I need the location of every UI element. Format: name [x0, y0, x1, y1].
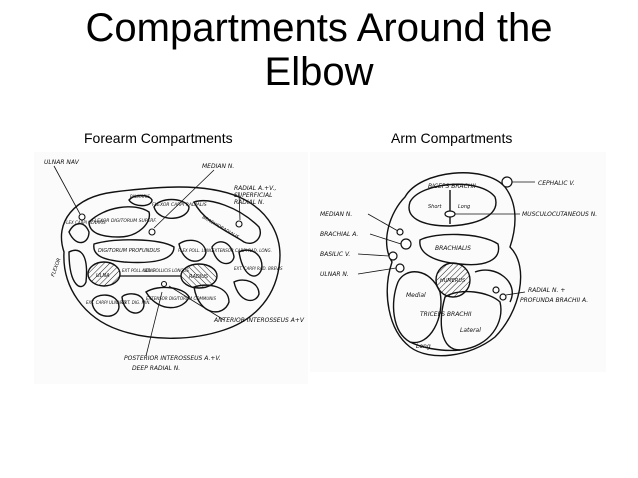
- label-median-n-arm: MEDIAN N.: [320, 211, 352, 218]
- label-extensor-digitorum-communis: EXTENSOR DIGITORUM COMMUNIS: [146, 296, 216, 301]
- label-long-head: Long: [458, 204, 470, 210]
- label-cephalic-v: CEPHALIC V.: [538, 180, 575, 187]
- label-flex-poll-long: FLEX POLL. LONG.: [178, 248, 214, 253]
- humerus-bone: [435, 262, 471, 298]
- label-flexor-digitorum-superf: FLEXOR DIGITORUM SUPERF.: [92, 218, 157, 224]
- label-median-n: MEDIAN N.: [202, 163, 234, 170]
- label-brachioradialis: BRACHIORADIALIS: [201, 215, 240, 241]
- label-long-head-triceps: Long: [416, 343, 431, 350]
- label-superficial: SUPERFICIAL: [234, 192, 272, 199]
- label-biceps-brachii: BICEPS BRACHII: [428, 183, 476, 190]
- label-lateral-head: Lateral: [460, 327, 481, 334]
- slide-title-line-1: Compartments Around the: [85, 6, 553, 50]
- label-ext-carpi-rad-brevis: EXT. CARPI RAD. BREVIS: [234, 266, 283, 271]
- label-flex-carpi-ulnaris: FLEX CARPI ULNARIS: [64, 220, 106, 225]
- slide-title-line-2: Elbow: [264, 50, 374, 94]
- forearm-svg: ULNAR NAV MEDIAN N. RADIAL A.+V., SUPERF…: [44, 159, 305, 372]
- label-abd-pollicis-longus: ABD. POLLICIS LONGUS: [141, 268, 189, 273]
- slide-title: Compartments Around the Elbow: [0, 6, 638, 94]
- arm-svg: BICEPS BRACHII CEPHALIC V. Short Long ME…: [320, 172, 597, 357]
- arm-diagram: BICEPS BRACHII CEPHALIC V. Short Long ME…: [310, 152, 606, 372]
- forearm-caption: Forearm Compartments: [84, 130, 233, 146]
- label-radius: RADIUS: [189, 274, 209, 280]
- label-posterior-interosseus: POSTERIOR INTEROSSEUS A.+V.: [124, 355, 221, 362]
- label-ulna: ULNA: [96, 273, 110, 279]
- label-flexor: FLEXOR: [50, 257, 62, 277]
- label-ulnar-nav: ULNAR NAV: [44, 159, 80, 166]
- arm-outline: [386, 172, 522, 357]
- label-brachial-a: BRACHIAL A.: [320, 231, 358, 238]
- label-radial-n-arm: RADIAL N. +: [528, 287, 565, 294]
- label-digitorum-profundus: DIGITORUM PROFUNDUS: [98, 248, 161, 254]
- label-anterior-interosseus: ANTERIOR INTEROSSEUS A+V: [213, 317, 305, 324]
- ulna-bone: [87, 261, 121, 287]
- label-profunda-brachii-a: PROFUNDA BRACHII A.: [520, 297, 588, 304]
- label-brachialis: BRACHIALIS: [435, 245, 471, 252]
- label-palmaris: PALMARIS: [130, 194, 150, 199]
- label-triceps-brachii: TRICEPS BRACHII: [420, 311, 472, 318]
- label-ext-dig-min: EXT. DIG. MIN.: [122, 300, 151, 305]
- label-radial-n: RADIAL N.: [234, 199, 265, 206]
- forearm-diagram: ULNAR NAV MEDIAN N. RADIAL A.+V., SUPERF…: [34, 152, 308, 384]
- forearm-leader-lines: [53, 165, 241, 357]
- label-musculocutaneous-n: MUSCULOCUTANEOUS N.: [522, 211, 597, 218]
- forearm-outline: [60, 186, 281, 339]
- label-radial: RADIAL A.+V.,: [234, 185, 276, 192]
- label-humerus: HUMERUS: [440, 278, 466, 284]
- label-ext-poll-long: EXT POLL. LONG.: [122, 268, 156, 273]
- label-medial-head: Medial: [406, 292, 426, 299]
- label-deep-radial-n: DEEP RADIAL N.: [132, 365, 180, 372]
- forearm-vessels: [78, 213, 243, 288]
- label-short-head: Short: [428, 204, 442, 210]
- label-extensor-carpi-rad-long: EXTENSOR CARPI RAD. LONG.: [212, 248, 272, 253]
- arm-caption: Arm Compartments: [391, 130, 513, 146]
- label-flexor-carpi-radialis: FLEXOR CARPI RADIALIS: [152, 202, 207, 208]
- arm-leader-lines: [357, 181, 535, 296]
- label-ulnar-n: ULNAR N.: [320, 271, 349, 278]
- label-ext-carpi-ulnaris: EXT. CARPI ULNARIS: [86, 300, 127, 305]
- label-basilic-v: BASILIC V.: [320, 251, 350, 258]
